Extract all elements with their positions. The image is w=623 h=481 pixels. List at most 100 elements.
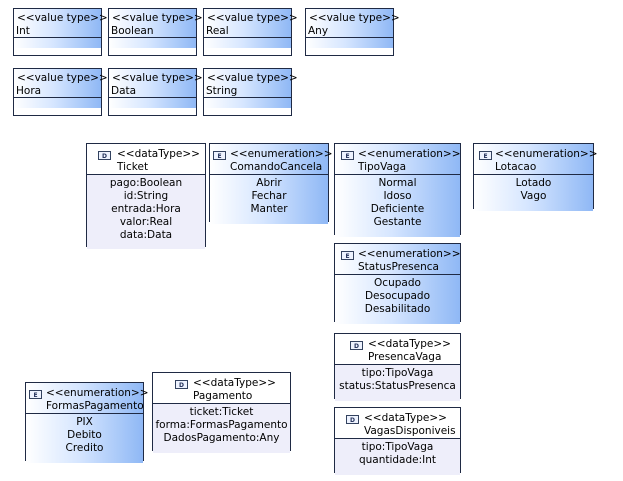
datatype-icon: D [98, 151, 111, 160]
value-type-string[interactable]: <<value type>>String [203, 68, 298, 116]
datatype-icon: D [346, 415, 359, 424]
type-name: Hora [16, 85, 42, 97]
stereotype-label: <<dataType>> [117, 148, 200, 160]
attribute: ticket:Ticket [189, 406, 254, 418]
type-name: FormasPagamento [46, 400, 144, 412]
datatype-ticket[interactable]: D <<dataType>> Ticket pago:Boolean id:St… [86, 143, 206, 249]
type-name: StatusPresenca [358, 261, 439, 273]
compartment [109, 98, 196, 108]
value-type-real[interactable]: <<value type>>Real [203, 8, 298, 56]
literal-list: Abrir Fechar Manter [210, 175, 328, 224]
stereotype-label: <<value type>> [207, 72, 298, 84]
compartment [109, 38, 196, 48]
enumeration-icon: E [479, 151, 492, 160]
stereotype-label: <<value type>> [17, 12, 108, 24]
value-type-any[interactable]: <<value type>>Any [305, 8, 400, 56]
value-type-boolean[interactable]: <<value type>>Boolean [108, 8, 203, 56]
stereotype-label: <<dataType>> [368, 338, 451, 350]
stereotype-label: <<enumeration>> [230, 148, 333, 160]
attribute: quantidade:Int [358, 454, 437, 466]
literal: Ocupado [374, 277, 421, 289]
literal: Desabilitado [364, 303, 431, 315]
stereotype-label: <<enumeration>> [46, 387, 149, 399]
value-type-data[interactable]: <<value type>>Data [108, 68, 203, 116]
datatype-vagas-disponiveis[interactable]: D <<dataType>> VagasDisponiveis tipo:Tip… [334, 407, 461, 475]
attribute-list: ticket:Ticket forma:FormasPagamento Dado… [153, 404, 290, 453]
attribute: entrada:Hora [111, 203, 181, 215]
type-name: Lotacao [495, 161, 537, 173]
literal: Lotado [515, 177, 552, 189]
value-type-hora[interactable]: <<value type>>Hora [13, 68, 108, 116]
type-name: Data [111, 85, 137, 97]
literal: Vago [520, 190, 547, 202]
enumeration-icon: E [29, 390, 42, 399]
attribute: tipo:TipoVaga [361, 441, 434, 453]
literal: Manter [250, 203, 288, 215]
literal: Normal [378, 177, 417, 189]
enumeration-formas-pagamento[interactable]: E <<enumeration>> FormasPagamento PIX De… [25, 382, 149, 463]
stereotype-label: <<value type>> [207, 12, 298, 24]
type-name: Int [16, 25, 30, 37]
attribute: pago:Boolean [109, 177, 183, 189]
compartment [204, 98, 291, 108]
literal: Abrir [256, 177, 282, 189]
type-name: VagasDisponiveis [364, 425, 456, 437]
literal: Idoso [383, 190, 412, 202]
enumeration-comando-cancela[interactable]: E <<enumeration>> ComandoCancela Abrir F… [209, 143, 333, 224]
attribute: valor:Real [119, 216, 173, 228]
datatype-icon: D [175, 380, 188, 389]
attribute-list: tipo:TipoVaga status:StatusPresenca [335, 365, 460, 401]
literal-list: Lotado Vago [474, 175, 593, 211]
attribute-list: pago:Boolean id:String entrada:Hora valo… [87, 175, 205, 249]
enumeration-icon: E [341, 251, 354, 260]
datatype-presenca-vaga[interactable]: D <<dataType>> PresencaVaga tipo:TipoVag… [334, 333, 461, 401]
enumeration-icon: E [341, 151, 354, 160]
type-name: Any [308, 25, 329, 37]
stereotype-label: <<dataType>> [364, 412, 447, 424]
attribute: tipo:TipoVaga [361, 367, 434, 379]
attribute: forma:FormasPagamento [155, 419, 288, 431]
type-name: Real [206, 25, 229, 37]
enumeration-icon: E [213, 151, 226, 160]
attribute: id:String [123, 190, 169, 202]
literal: PIX [76, 416, 93, 428]
literal-list: Normal Idoso Deficiente Gestante [335, 175, 460, 237]
literal-list: PIX Debito Credito [26, 414, 143, 463]
datatype-icon: D [350, 341, 363, 350]
enumeration-lotacao[interactable]: E <<enumeration>> Lotacao Lotado Vago [473, 143, 598, 211]
literal: Desocupado [364, 290, 431, 302]
type-name: ComandoCancela [230, 161, 323, 173]
attribute: data:Data [119, 229, 173, 241]
datatype-pagamento[interactable]: D <<dataType>> Pagamento ticket:Ticket f… [152, 372, 291, 453]
attribute: status:StatusPresenca [339, 380, 456, 392]
compartment [204, 38, 291, 48]
literal: Debito [67, 429, 102, 441]
literal: Gestante [373, 216, 422, 228]
enumeration-status-presenca[interactable]: E <<enumeration>> StatusPresenca Ocupado… [334, 243, 461, 324]
compartment [14, 38, 101, 48]
stereotype-label: <<enumeration>> [358, 148, 461, 160]
stereotype-label: <<value type>> [112, 72, 203, 84]
stereotype-label: <<value type>> [309, 12, 400, 24]
type-name: Ticket [117, 161, 149, 173]
attribute-list: tipo:TipoVaga quantidade:Int [335, 439, 460, 475]
stereotype-label: <<enumeration>> [495, 148, 598, 160]
type-name: Pagamento [193, 390, 253, 402]
literal-list: Ocupado Desocupado Desabilitado [335, 275, 460, 324]
type-name: String [206, 85, 238, 97]
literal: Credito [65, 442, 104, 454]
attribute: DadosPagamento:Any [163, 432, 280, 444]
stereotype-label: <<dataType>> [193, 377, 276, 389]
value-type-int[interactable]: <<value type>>Int [13, 8, 108, 56]
type-name: TipoVaga [358, 161, 406, 173]
stereotype-label: <<value type>> [112, 12, 203, 24]
literal: Fechar [251, 190, 287, 202]
type-name: Boolean [111, 25, 154, 37]
literal: Deficiente [370, 203, 425, 215]
stereotype-label: <<value type>> [17, 72, 108, 84]
type-name: PresencaVaga [368, 351, 442, 363]
enumeration-tipo-vaga[interactable]: E <<enumeration>> TipoVaga Normal Idoso … [334, 143, 461, 237]
stereotype-label: <<enumeration>> [358, 248, 461, 260]
compartment [306, 38, 393, 48]
compartment [14, 98, 101, 108]
